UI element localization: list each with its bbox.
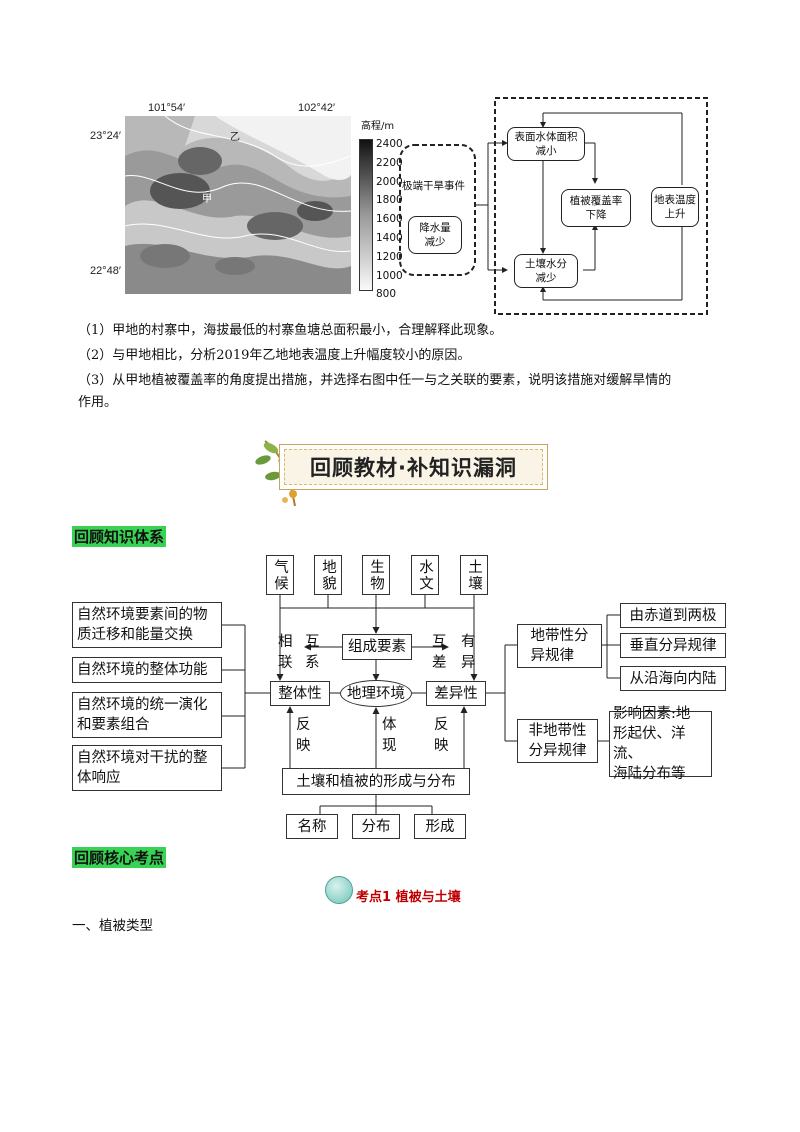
left-item-material: 自然环境要素间的物 质迁移和能量交换 bbox=[72, 602, 222, 648]
legend-value: 2400 bbox=[376, 138, 403, 150]
flow-diagram-lines bbox=[399, 97, 708, 315]
label-fan-ying-left: 反 映 bbox=[296, 717, 311, 754]
soil-water-box: 土壤水分 减少 bbox=[514, 254, 578, 288]
legend-value: 800 bbox=[376, 288, 397, 301]
zonal-item-vertical: 垂直分异规律 bbox=[620, 633, 726, 658]
map-lon-left: 101°54′ bbox=[148, 102, 186, 114]
legend-title: 高程/m bbox=[361, 121, 395, 132]
element-hydrology: 水文 bbox=[411, 555, 439, 595]
kaodian-title: 考点1 植被与土壤 bbox=[356, 890, 461, 905]
bottom-formation-box: 形成 bbox=[414, 814, 466, 839]
element-landform: 地貌 bbox=[314, 555, 342, 595]
vegetation-box: 植被覆盖率 下降 bbox=[561, 189, 631, 227]
question-2: （2）与甲地相比，分析2019年乙地地表温度上升幅度较小的原因。 bbox=[78, 348, 471, 363]
diff-box: 差异性 bbox=[426, 681, 486, 706]
legend-value: 1800 bbox=[376, 194, 403, 207]
surface-water-box: 表面水体面积 减小 bbox=[507, 127, 585, 161]
questions: （1）甲地的村寨中，海拔最低的村寨鱼塘总面积最小，合理解释此现象。 （2）与甲地… bbox=[78, 320, 758, 414]
bottom-name-box: 名称 bbox=[286, 814, 338, 839]
drought-event-label: 极端干旱事件 bbox=[402, 180, 465, 192]
map-label-jia: 甲 bbox=[202, 194, 212, 205]
label-you-yi: 有 异 bbox=[461, 634, 476, 671]
legend-value: 1000 bbox=[376, 269, 403, 282]
left-item-function: 自然环境的整体功能 bbox=[72, 657, 222, 683]
legend-values: 2400 2200 2000 1800 1600 1400 1200 1000 … bbox=[376, 135, 403, 304]
bottom-distribution-box: 分布 bbox=[352, 814, 400, 839]
legend-value: 2000 bbox=[376, 175, 403, 188]
rain-decrease-box: 降水量 减少 bbox=[408, 216, 462, 254]
question-3-cont: 作用。 bbox=[78, 395, 118, 410]
whole-box: 整体性 bbox=[270, 681, 330, 706]
center-ellipse: 地理环境 bbox=[340, 680, 412, 707]
map-lon-right: 102°42′ bbox=[298, 102, 336, 114]
zonal-item-equator: 由赤道到两极 bbox=[620, 603, 726, 628]
section-heading-knowledge: 回顾知识体系 bbox=[72, 526, 167, 547]
surface-temp-box: 地表温度 上升 bbox=[651, 187, 699, 227]
element-biology: 生物 bbox=[362, 555, 390, 595]
nonzonal-box: 非地带性 分异规律 bbox=[517, 719, 598, 763]
map-lat-bottom: 22°48′ bbox=[90, 265, 121, 277]
map-lat-top: 23°24′ bbox=[90, 130, 121, 142]
elevation-legend-bar bbox=[359, 139, 373, 291]
zonal-item-coast: 从沿海向内陆 bbox=[620, 666, 726, 691]
label-ti-xian: 体 现 bbox=[382, 717, 397, 754]
legend-value: 1400 bbox=[376, 231, 403, 244]
element-climate: 气候 bbox=[266, 555, 294, 595]
label-hu-xi: 互 系 bbox=[305, 634, 320, 671]
question-1: （1）甲地的村寨中，海拔最低的村寨鱼塘总面积最小，合理解释此现象。 bbox=[78, 323, 503, 338]
nonzonal-factors-box: 影响因素:地 形起伏、洋流、 海陆分布等 bbox=[609, 706, 712, 782]
question-3: （3）从甲地植被覆盖率的角度提出措施，并选择右图中任一与之关联的要素，说明该措施… bbox=[78, 373, 672, 388]
components-box: 组成要素 bbox=[342, 634, 412, 660]
label-hu-cha: 互 差 bbox=[432, 634, 447, 671]
banner: 回顾教材·补知识漏洞 bbox=[279, 444, 548, 490]
legend-value: 2200 bbox=[376, 156, 403, 169]
subheading-vegetation-types: 一、植被类型 bbox=[72, 918, 153, 934]
element-soil: 土壤 bbox=[460, 555, 488, 595]
label-fan-ying-right: 反 映 bbox=[434, 717, 449, 754]
zonal-box: 地带性分 异规律 bbox=[517, 624, 602, 668]
section-heading-core: 回顾核心考点 bbox=[72, 847, 167, 868]
map-label-yi: 乙 bbox=[230, 132, 240, 143]
left-item-evolution: 自然环境的统一演化 和要素组合 bbox=[72, 692, 222, 738]
soil-vegetation-box: 土壤和植被的形成与分布 bbox=[282, 768, 470, 795]
label-xiang-lian: 相 联 bbox=[278, 634, 293, 671]
elevation-map bbox=[125, 116, 351, 294]
legend-value: 1200 bbox=[376, 250, 403, 263]
legend-value: 1600 bbox=[376, 213, 403, 226]
banner-title: 回顾教材·补知识漏洞 bbox=[310, 456, 517, 480]
left-item-response: 自然环境对干扰的整 体响应 bbox=[72, 745, 222, 791]
kaodian-circle-icon bbox=[325, 876, 353, 904]
